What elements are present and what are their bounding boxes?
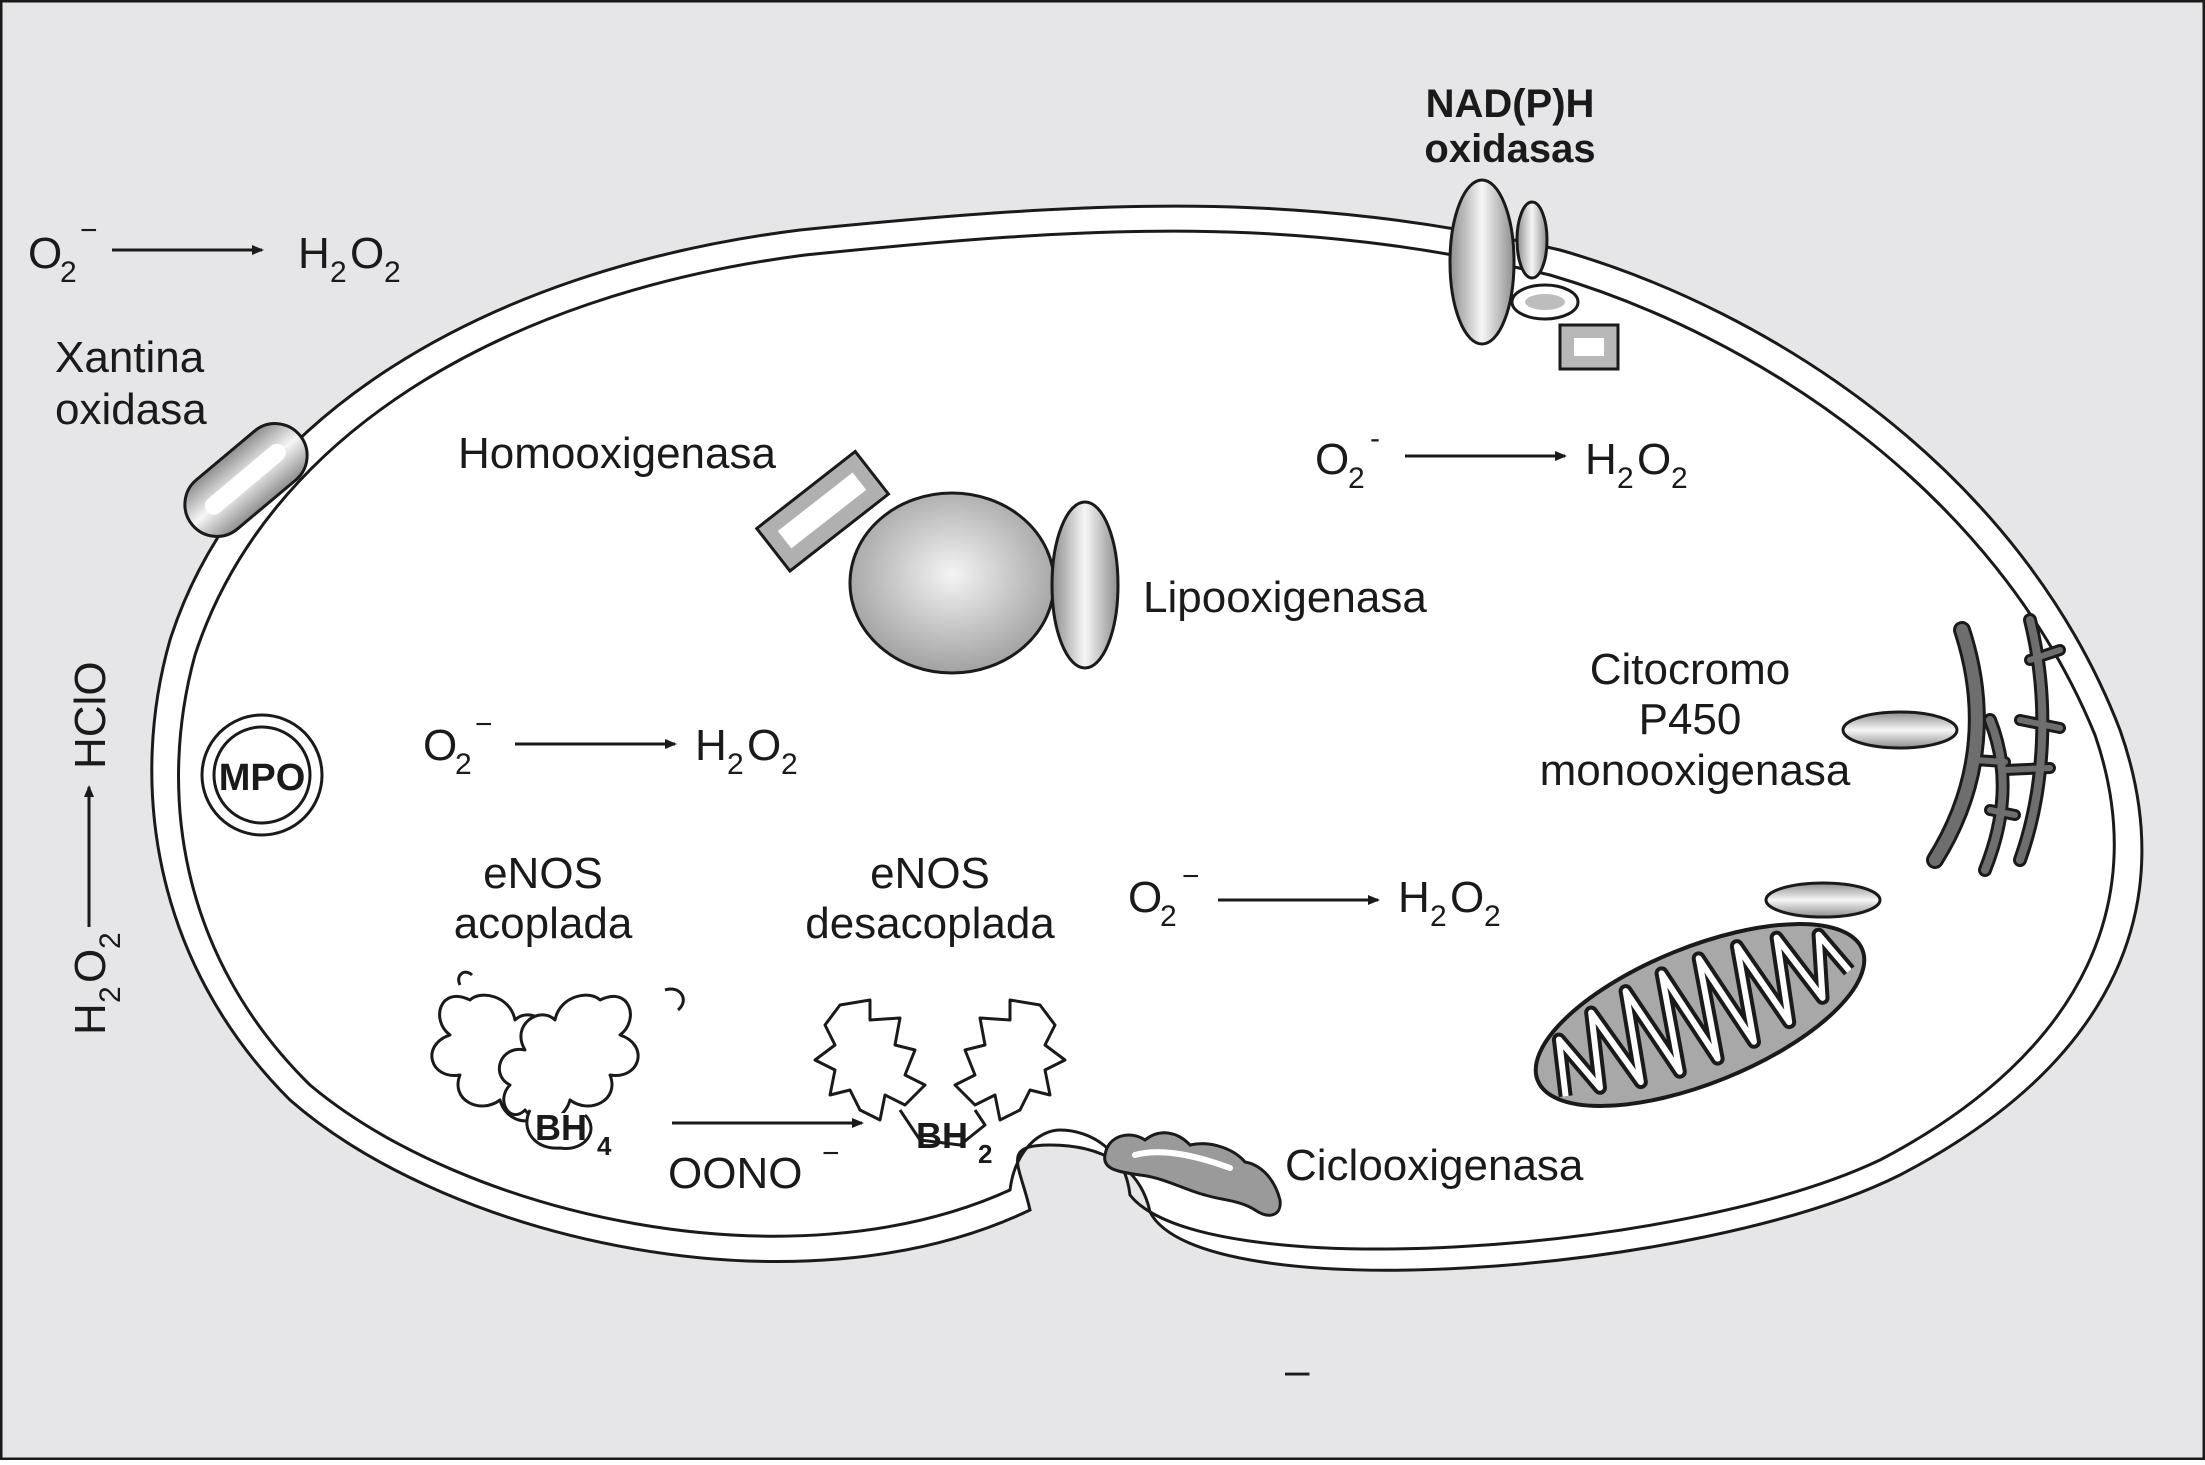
reaction-extracellular-top: O 2 − H 2 O 2 [28,214,401,289]
reaction-vertical-hclo: H 2 O 2 HClO [66,661,127,1035]
svg-text:2: 2 [781,748,798,781]
svg-text:2: 2 [1160,900,1177,933]
endoplasmic-reticulum-fill [1929,616,2063,874]
mitochondrion-icon [1533,881,1882,1108]
xanthine-oxidase-icon [183,422,309,538]
enzyme-sphere-icon [848,491,1056,675]
cytochrome-label-2: P450 [1639,695,1742,744]
svg-text:2: 2 [1617,462,1634,495]
xanthine-oxidase-label-2: oxidasa [55,385,207,434]
svg-text:2: 2 [94,986,127,1003]
membrane-charge-label: – [1285,1346,1310,1395]
svg-text:O: O [1315,435,1349,484]
svg-text:H: H [1585,435,1617,484]
svg-text:O: O [423,721,457,770]
reaction-intracellular-top-right: O 2 - H 2 O 2 [1315,422,1688,495]
svg-text:O: O [1637,435,1671,484]
nadph-oxidases-label-1: NAD(P)H [1426,82,1595,126]
cytochrome-p450-icon [1841,710,1959,750]
nadph-oxidase-complex-icon [1448,178,1620,371]
svg-text:H: H [298,229,330,278]
enos-uncoupled-dimer-icon [813,998,1067,1147]
reaction-intracellular-lower: O 2 − H 2 O 2 [1128,860,1501,933]
bh2-subscript: 2 [978,1139,992,1169]
svg-text:O: O [1128,873,1162,922]
svg-text:2: 2 [1484,900,1501,933]
svg-text:2: 2 [384,256,401,289]
svg-text:2: 2 [1671,462,1688,495]
svg-text:O: O [350,229,384,278]
svg-text:O: O [28,229,62,278]
xanthine-oxidase-label-1: Xantina [55,333,205,382]
svg-text:2: 2 [60,256,77,289]
svg-text:H: H [66,1003,115,1035]
nadph-oxidases-label-2: oxidasas [1424,127,1595,171]
svg-text:−: − [475,708,493,741]
svg-text:H: H [695,721,727,770]
svg-text:O: O [66,949,115,983]
svg-text:H: H [1398,873,1430,922]
peroxynitrite-superscript: − [822,1137,840,1170]
svg-text:-: - [1370,422,1380,455]
peroxynitrite-label: OONO [668,1149,802,1198]
svg-text:2: 2 [330,256,347,289]
enos-coupled-label-1: eNOS [483,849,603,898]
svg-text:2: 2 [1348,462,1365,495]
lipoxygenase-icon [1050,500,1120,670]
bh4-subscript: 4 [597,1131,612,1161]
enos-uncoupled-label-1: eNOS [870,849,990,898]
svg-text:2: 2 [94,932,127,949]
reaction-intracellular-center: O 2 − H 2 O 2 [423,708,798,781]
svg-text:O: O [747,721,781,770]
bh2-label: BH [916,1115,968,1156]
mpo-label: MPO [219,757,306,799]
svg-text:O: O [1450,873,1484,922]
enos-uncoupled-label-2: desacoplada [805,899,1055,948]
svg-text:HClO: HClO [66,661,115,769]
svg-text:2: 2 [1430,900,1447,933]
heme-oxygenase-icon [754,449,891,574]
heme-oxygenase-label: Homooxigenasa [458,429,776,478]
svg-text:−: − [80,214,98,247]
enos-coupled-dimer-icon [430,970,685,1150]
svg-text:2: 2 [455,748,472,781]
cytochrome-label-1: Citocromo [1590,645,1791,694]
mpo-vesicle-icon [200,713,324,837]
cytochrome-label-3: monooxigenasa [1540,746,1851,795]
svg-text:2: 2 [727,748,744,781]
enos-coupled-label-2: acoplada [454,899,633,948]
cyclooxygenase-icon [1103,1131,1282,1217]
cyclooxygenase-label: Ciclooxigenasa [1285,1141,1584,1190]
bh4-label: BH [535,1107,587,1148]
lipoxygenase-label: Lipooxigenasa [1143,573,1427,622]
svg-text:−: − [1182,860,1200,893]
